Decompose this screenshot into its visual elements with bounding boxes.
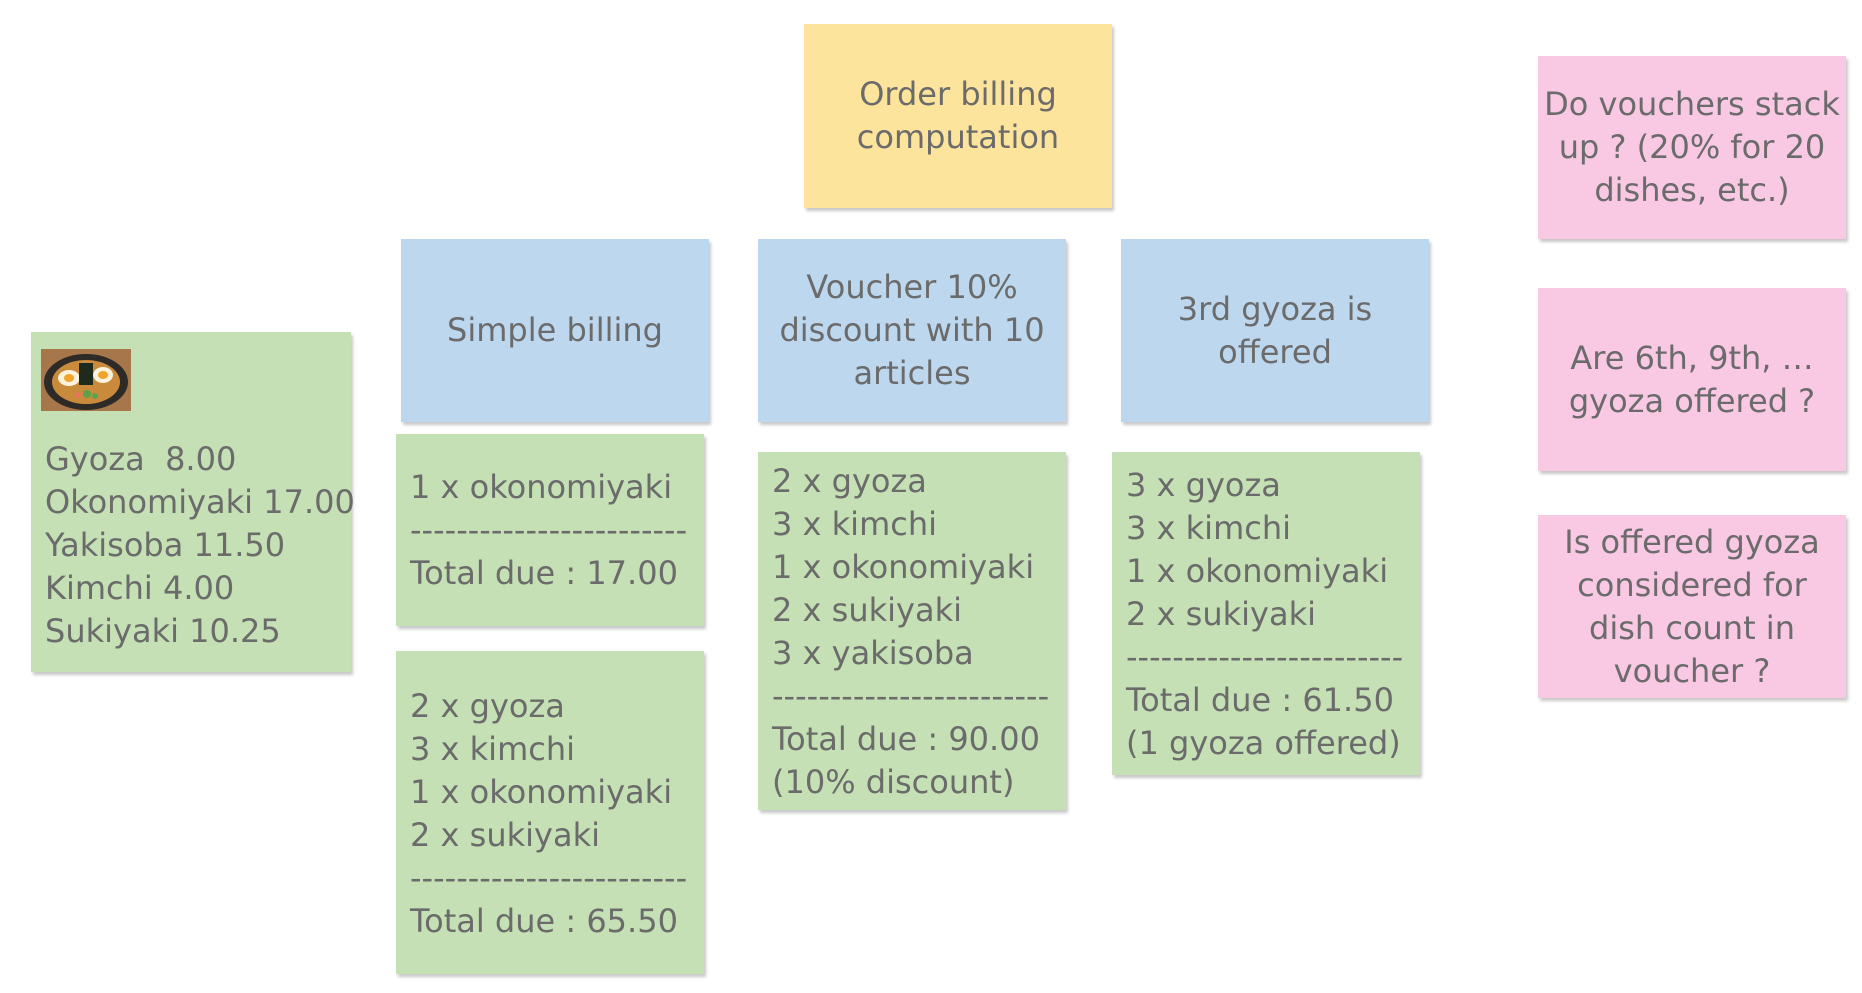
rule-line: Simple billing [447,311,663,349]
question-line: Do vouchers stack [1544,85,1840,123]
menu-item: Okonomiyaki 17.00 [45,483,355,521]
menu-item: Yakisoba 11.50 [45,526,286,564]
rule-line: 3rd gyoza is [1177,289,1373,328]
ramen-bowl-icon [41,349,131,411]
order-line: 2 x sukiyaki [410,816,600,854]
question-note-offered-count: Is offered gyoza considered for dish cou… [1538,515,1846,698]
order-line: 1 x okonomiyaki [1126,552,1389,590]
question-note-nth-gyoza: Are 6th, 9th, … gyoza offered ? [1538,288,1846,471]
question-note-vouchers-stack: Do vouchers stack up ? (20% for 20 dishe… [1538,56,1846,239]
title-line: Order billing [859,75,1057,113]
menu-item: Sukiyaki 10.25 [45,612,281,650]
rule-line: offered [1218,332,1332,371]
order-line: 3 x kimchi [410,730,575,768]
question-line: dishes, etc.) [1594,171,1790,209]
separator: ------------------------ [1126,638,1404,676]
question-line: Are 6th, 9th, … [1570,338,1814,377]
order-line: 3 x gyoza [1126,466,1281,504]
separator: ------------------------ [410,511,688,549]
separator: ------------------------ [410,859,688,897]
question-line: up ? (20% for 20 [1558,128,1826,166]
example-note-voucher: 2 x gyoza 3 x kimchi 1 x okonomiyaki 2 x… [758,452,1066,810]
example-note-simple-2: 2 x gyoza 3 x kimchi 1 x okonomiyaki 2 x… [396,651,704,974]
question-line: voucher ? [1613,651,1771,690]
example-note-third-gyoza: 3 x gyoza 3 x kimchi 1 x okonomiyaki 2 x… [1112,452,1420,775]
order-line: 2 x sukiyaki [772,591,962,629]
order-line: 3 x kimchi [772,505,937,543]
order-line: 2 x gyoza [410,687,565,725]
menu-item: Kimchi 4.00 [45,569,235,607]
order-line: 1 x okonomiyaki [410,773,673,811]
order-line: 1 x okonomiyaki [410,468,673,506]
title-note: Order billing computation [804,24,1112,208]
question-line: Is offered gyoza [1564,522,1820,561]
question-line: dish count in [1589,608,1795,647]
order-line: 1 x okonomiyaki [772,548,1035,586]
menu-note: Gyoza 8.00 Okonomiyaki 17.00 Yakisoba 11… [31,332,355,672]
rule-note-third-gyoza: 3rd gyoza is offered [1121,239,1429,422]
order-line: 3 x yakisoba [772,634,974,672]
rule-line: Voucher 10% [806,268,1018,306]
offered-note: (1 gyoza offered) [1126,724,1401,762]
total-due: Total due : 65.50 [410,902,678,940]
separator: ------------------------ [772,677,1050,715]
order-line: 3 x kimchi [1126,509,1291,547]
discount-note: (10% discount) [772,763,1015,801]
total-due: Total due : 90.00 [772,720,1040,758]
example-note-simple-1: 1 x okonomiyaki ------------------------… [396,434,704,626]
rule-line: discount with 10 [779,311,1045,349]
title-line: computation [856,118,1060,156]
menu-item: Gyoza 8.00 [45,440,237,478]
total-due: Total due : 17.00 [410,554,678,592]
question-line: gyoza offered ? [1568,381,1816,420]
rule-note-voucher: Voucher 10% discount with 10 articles [758,239,1066,422]
total-due: Total due : 61.50 [1126,681,1394,719]
rule-note-simple-billing: Simple billing [401,239,709,422]
question-line: considered for [1577,565,1807,604]
order-line: 2 x gyoza [772,462,927,500]
rule-line: articles [853,354,971,392]
order-line: 2 x sukiyaki [1126,595,1316,633]
